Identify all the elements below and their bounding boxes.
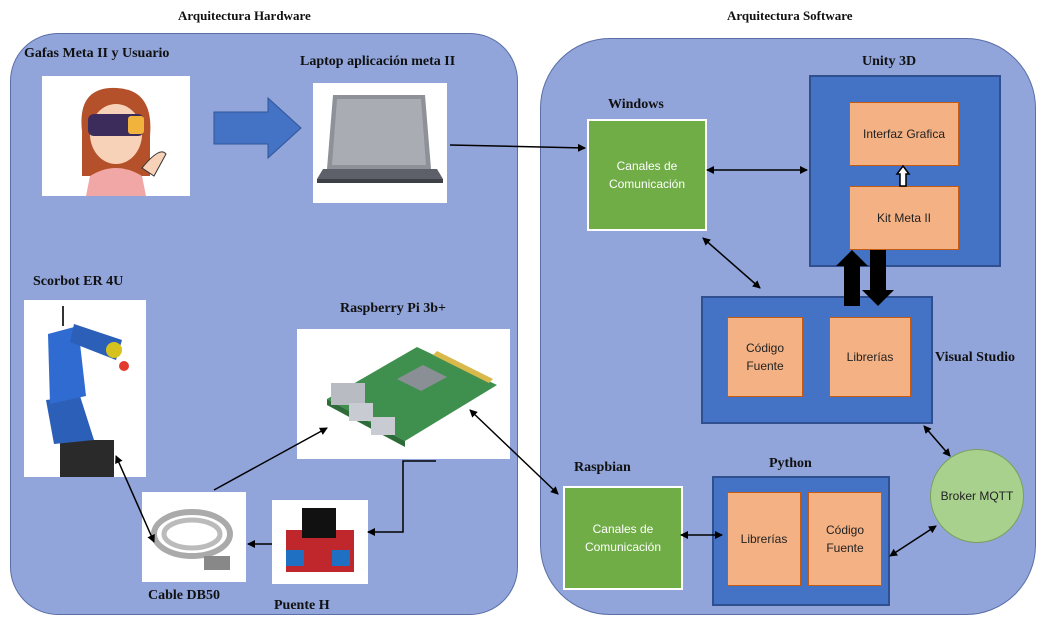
robot-arm-icon <box>46 306 129 477</box>
cable-label: Cable DB50 <box>148 588 220 603</box>
broker-node: Broker MQTT <box>930 449 1024 543</box>
raspbian-channels-box: Canales de Comunicación <box>563 486 683 590</box>
librerias-vs-box: Librerías <box>829 317 911 397</box>
windows-label: Windows <box>608 97 664 112</box>
scorbot-image <box>24 300 146 477</box>
codigo-vs-box: Código Fuente <box>727 317 803 397</box>
laptop-image <box>313 83 447 203</box>
cable-image <box>142 492 246 582</box>
librerias-py-box: Librerías <box>727 492 801 586</box>
vr-user-image <box>42 76 190 196</box>
puente-label: Puente H <box>274 598 330 613</box>
user-label: Gafas Meta II y Usuario <box>24 46 170 61</box>
unity-label: Unity 3D <box>862 54 917 69</box>
interfaz-box: Interfaz Grafica <box>849 102 959 166</box>
raspberry-image <box>297 329 510 459</box>
raspbian-label: Raspbian <box>574 460 631 475</box>
cable-icon <box>151 509 233 570</box>
scorbot-label: Scorbot ER 4U <box>33 274 124 289</box>
python-label: Python <box>769 456 812 471</box>
kit-box: Kit Meta II <box>849 186 959 250</box>
vr-user-icon <box>81 87 167 196</box>
codigo-py-box: Código Fuente <box>808 492 882 586</box>
raspberry-label: Raspberry Pi 3b+ <box>340 301 446 316</box>
software-header: Arquitectura Software <box>727 8 853 23</box>
hardware-header: Arquitectura Hardware <box>178 8 311 23</box>
windows-channels-box: Canales de Comunicación <box>587 119 707 231</box>
laptop-label: Laptop aplicación meta II <box>300 54 456 69</box>
visual-studio-label: Visual Studio <box>935 350 1016 365</box>
raspberry-board-icon <box>327 347 497 447</box>
laptop-icon <box>317 95 443 183</box>
h-bridge-icon <box>286 508 354 572</box>
puente-image <box>272 500 368 584</box>
